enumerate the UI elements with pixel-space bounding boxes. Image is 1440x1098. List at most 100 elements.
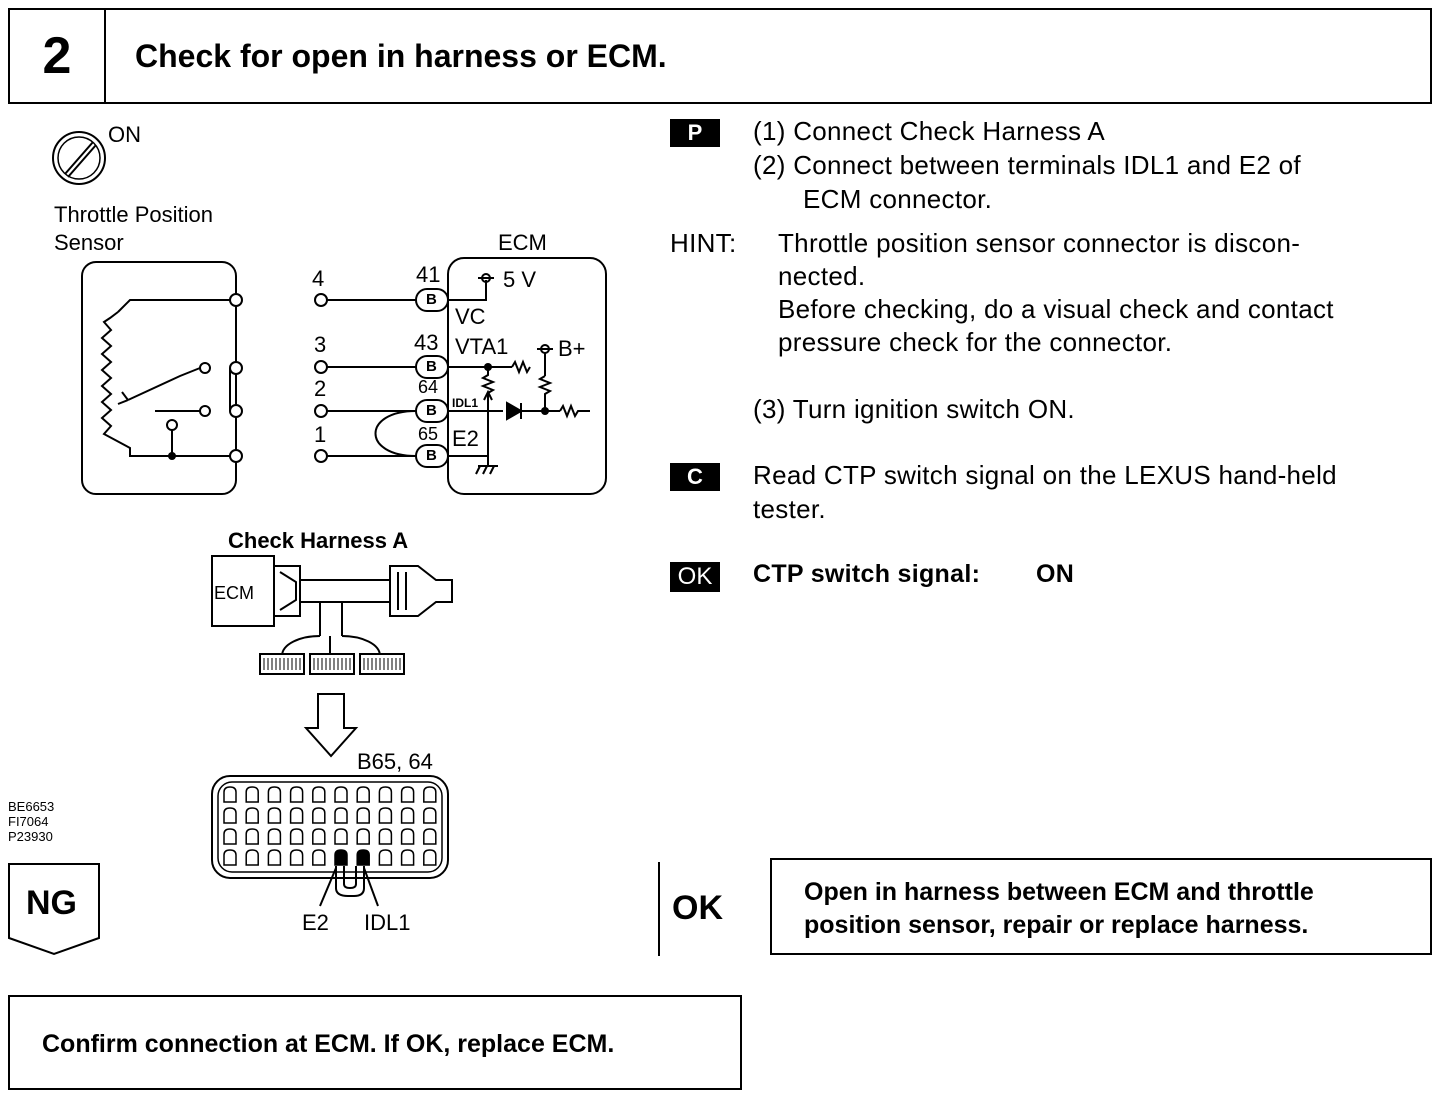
terminal-1: 1 — [314, 422, 327, 447]
idl1-small-label: IDL1 — [452, 396, 479, 410]
connector-b-4: B — [426, 447, 437, 464]
spec-value: ON — [1036, 560, 1075, 588]
connector-pin — [312, 786, 326, 803]
hint-line1: Throttle position sensor connector is di… — [778, 228, 1301, 258]
connector-pin — [378, 807, 393, 824]
connector-pin — [423, 786, 437, 803]
connector-pin — [400, 849, 415, 866]
badge-p: P — [670, 119, 720, 147]
step-title: Check for open in harness or ECM. — [135, 38, 667, 74]
figure-code-3: P23930 — [8, 829, 53, 844]
figure-code-2: FI7064 — [8, 814, 49, 829]
sensor-box — [81, 261, 237, 495]
connector-pin — [223, 849, 237, 866]
connector-pin — [312, 828, 326, 845]
connector-pin — [289, 786, 304, 803]
pin-65: 65 — [418, 424, 439, 444]
step-1: (1) Connect Check Harness A — [753, 116, 1106, 146]
connector-pin — [245, 849, 259, 866]
connector-pin — [312, 807, 326, 824]
connector-pin — [267, 786, 282, 803]
spec-label: CTP switch signal: — [753, 560, 981, 588]
ok-label: OK — [672, 889, 723, 927]
terminal-3: 3 — [314, 332, 327, 357]
vta1-label: VTA1 — [455, 334, 509, 359]
connector-pin — [334, 849, 348, 866]
ecm-connector-face — [211, 775, 449, 879]
connector-pin — [245, 807, 259, 824]
ok-result-line1: Open in harness between ECM and throttle — [804, 878, 1314, 906]
connector-pin — [334, 786, 348, 803]
down-arrow-icon — [303, 693, 359, 758]
connector-pin — [245, 786, 259, 803]
step-number-cell: 2 — [10, 10, 106, 102]
connector-pin — [378, 828, 393, 845]
connector-pin — [223, 828, 237, 845]
harness-ecm-label: ECM — [214, 583, 254, 603]
connector-pin — [334, 828, 348, 845]
ng-label: NG — [26, 884, 77, 922]
supply-5v-label: 5 V — [503, 267, 537, 292]
pin-43: 43 — [414, 330, 439, 355]
ecm-box — [447, 257, 607, 495]
read-line1: Read CTP switch signal on the LEXUS hand… — [753, 460, 1337, 490]
pin-idl1-label: IDL1 — [364, 910, 411, 935]
harness-connectors — [259, 653, 405, 675]
ng-result-text: Confirm connection at ECM. If OK, replac… — [42, 1030, 615, 1058]
connector-pin — [356, 807, 370, 824]
connector-pin — [289, 807, 304, 824]
connector-pin — [423, 828, 437, 845]
connector-pin — [356, 849, 370, 866]
sensor-resistor — [100, 299, 237, 457]
connector-pin — [423, 849, 437, 866]
step-2-line1: (2) Connect between terminals IDL1 and E… — [753, 150, 1301, 180]
ok-result-box: Open in harness between ECM and throttle… — [770, 858, 1432, 955]
badge-c: C — [670, 463, 720, 491]
connector-pin-grid — [223, 786, 437, 866]
connector-pin — [423, 807, 437, 824]
step-number: 2 — [42, 27, 72, 85]
hint-line2: nected. — [778, 261, 866, 291]
connector-pin — [267, 849, 282, 866]
badge-ok: OK — [670, 562, 720, 592]
terminal-2: 2 — [314, 376, 327, 401]
check-harness-title: Check Harness A — [228, 528, 409, 553]
connector-pin — [223, 786, 237, 803]
sensor-label-line1: Throttle Position — [54, 202, 213, 227]
hint-line3: Before checking, do a visual check and c… — [778, 294, 1334, 324]
e2-label: E2 — [452, 426, 479, 451]
ng-arrow — [8, 863, 100, 956]
pin-41: 41 — [416, 262, 441, 287]
ok-result-line2: position sensor, repair or replace harne… — [804, 911, 1309, 939]
connector-b-2: B — [426, 358, 437, 375]
step-2-line2: ECM connector. — [803, 184, 993, 214]
connector-pin — [356, 786, 370, 803]
pin-64: 64 — [418, 377, 439, 397]
connector-pin — [267, 828, 282, 845]
connector-pin — [289, 849, 304, 866]
connector-b-1: B — [426, 291, 437, 308]
ignition-on-label: ON — [108, 122, 141, 147]
connector-b-3: B — [426, 402, 437, 419]
terminal-4: 4 — [312, 266, 325, 291]
connector-pin — [267, 807, 282, 824]
sensor-label-line2: Sensor — [54, 230, 124, 255]
hint-label: HINT: — [670, 228, 737, 258]
vc-label: VC — [455, 304, 486, 329]
step-3: (3) Turn ignition switch ON. — [753, 394, 1075, 424]
connector-pin — [356, 828, 370, 845]
harness-wires — [327, 299, 417, 457]
connector-pin — [289, 828, 304, 845]
check-harness-drawing — [211, 555, 453, 657]
ecm-internal-circuit — [448, 273, 590, 475]
connector-pin — [400, 786, 415, 803]
connector-pin — [245, 828, 259, 845]
connector-pin — [400, 807, 415, 824]
ok-arrow — [658, 862, 660, 956]
ignition-key-icon — [52, 131, 106, 185]
connector-pins-label: B65, 64 — [357, 749, 433, 774]
connector-pin — [223, 807, 237, 824]
jumper-wire — [319, 866, 379, 907]
pin-e2-label: E2 — [302, 910, 329, 935]
ng-result-box: Confirm connection at ECM. If OK, replac… — [8, 995, 742, 1090]
